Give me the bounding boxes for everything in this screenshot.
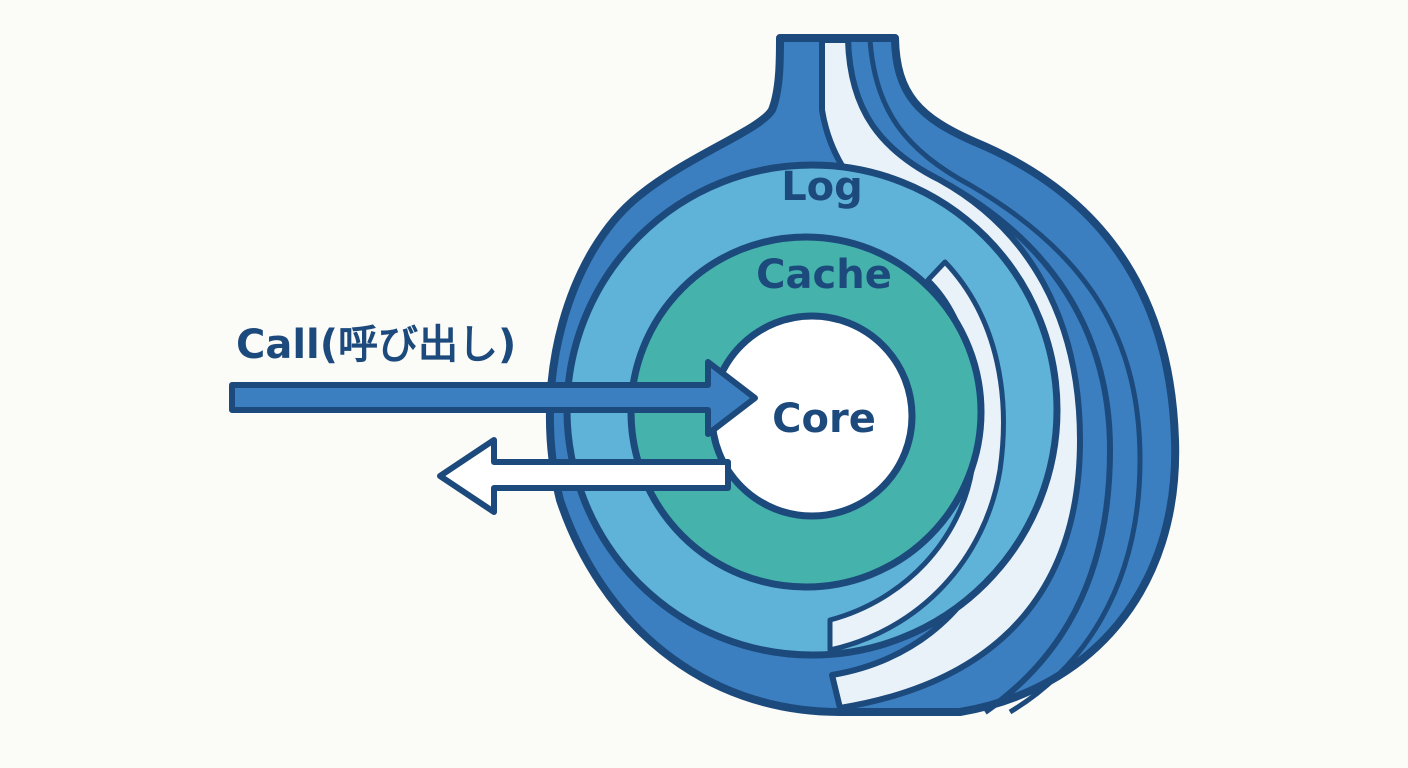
- call-label: Call(呼び出し): [236, 322, 516, 368]
- return-arrow-outgoing: [437, 437, 731, 515]
- log-layer-label: Log: [781, 164, 863, 210]
- call-arrow-incoming: [229, 359, 758, 437]
- onion-skin-curve-2: [867, 39, 1143, 715]
- cache-layer-label: Cache: [756, 252, 892, 298]
- core-label: Core: [772, 396, 876, 442]
